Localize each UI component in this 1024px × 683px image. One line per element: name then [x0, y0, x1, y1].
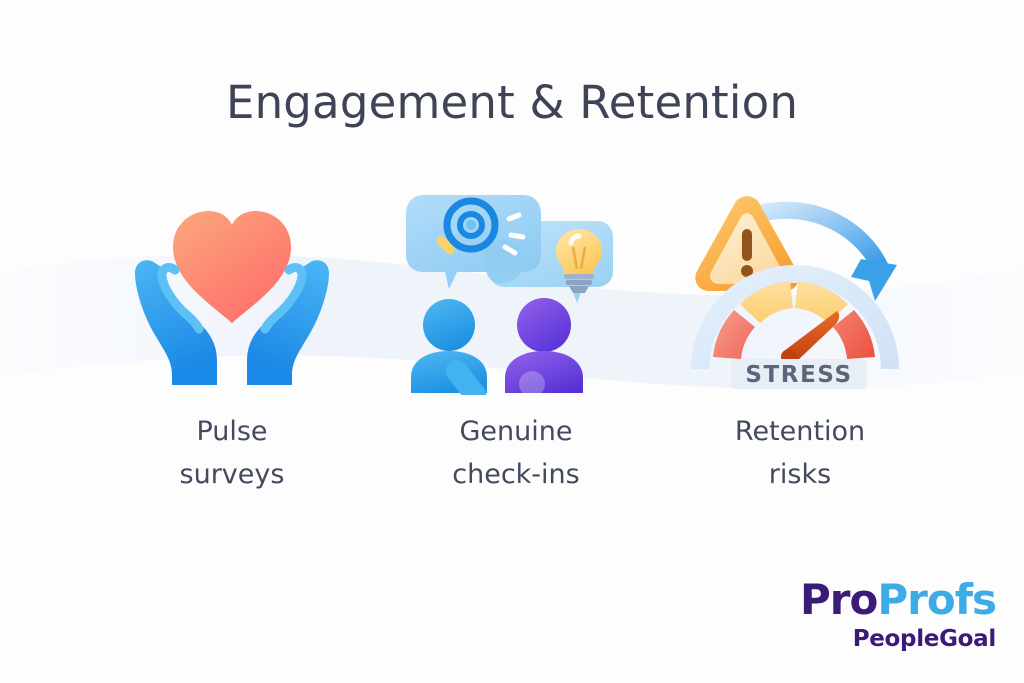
feature-caption-retention-risks: Retention risks	[734, 416, 866, 490]
feature-caption-genuine-check-ins: Genuine check-ins	[452, 416, 580, 490]
feature-columns: Pulse surveys	[96, 185, 936, 515]
logo-pro-text: Pro	[800, 575, 878, 624]
feature-caption-pulse-surveys: Pulse surveys	[179, 416, 285, 490]
gauge-label: STRESS	[745, 362, 852, 388]
feature-column-retention-risks: STRESS Retention risks	[664, 185, 936, 496]
feature-column-pulse-surveys: Pulse surveys	[96, 185, 368, 496]
logo-profs-text: Profs	[877, 575, 997, 624]
warning-gauge-arrow-icon: STRESS	[685, 185, 915, 395]
logo-subtitle: PeopleGoal	[852, 626, 997, 652]
page-title: Engagement & Retention	[225, 76, 799, 129]
speech-bubbles-two-people-icon	[401, 185, 631, 395]
proprofs-peoplegoal-logo: ProProfs PeopleGoal	[800, 579, 997, 652]
hands-holding-heart-icon	[117, 185, 347, 395]
logo-wordmark: ProProfs	[800, 579, 997, 621]
feature-column-genuine-check-ins: Genuine check-ins	[380, 185, 652, 496]
